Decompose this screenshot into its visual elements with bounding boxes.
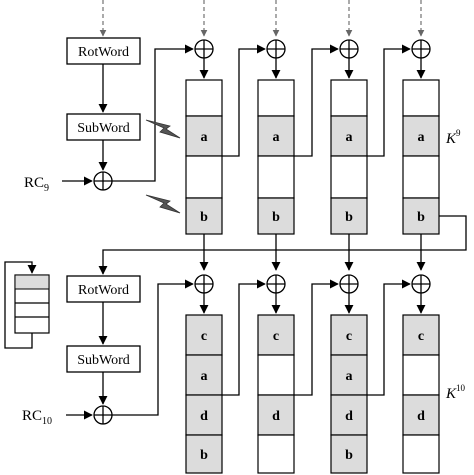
cell-c: c: [346, 329, 352, 344]
xor-icon: [93, 405, 113, 425]
round9-dashed-inputs: [99, 0, 425, 37]
round9-subword-label: SubWord: [77, 121, 130, 136]
cell-d: d: [417, 409, 425, 424]
cell-d: d: [345, 409, 353, 424]
cell-a: a: [201, 130, 208, 145]
round10-key-columns: c a d b c d c a d b c: [185, 314, 440, 474]
cell-b: b: [345, 448, 353, 463]
cell-a: a: [346, 130, 353, 145]
cell-d: d: [272, 409, 280, 424]
cell-a: a: [418, 130, 425, 145]
round10-rotword-box: RotWord: [66, 275, 141, 303]
round10-column-4: c d: [402, 314, 440, 474]
round10-column-1: c a d b: [185, 314, 223, 474]
cell-b: b: [200, 210, 208, 225]
xor-icon: [194, 274, 214, 294]
cell-c: c: [273, 329, 279, 344]
xor-icon: [411, 274, 431, 294]
round10-column-3: c a d b: [330, 314, 368, 474]
xor-icon: [266, 274, 286, 294]
round10-column-2: c d: [257, 314, 295, 474]
xor-icon: [339, 274, 359, 294]
cell-a: a: [346, 369, 353, 384]
round10-subword-box: SubWord: [66, 345, 141, 373]
fault-injection-icon: [145, 194, 181, 214]
xor-icon: [93, 171, 113, 191]
cell-b: b: [417, 210, 425, 225]
round9-rc-label: RC9: [24, 175, 49, 194]
round9-column-1: a b: [185, 79, 223, 235]
round10-rc-label: RC10: [22, 408, 52, 427]
cell-b: b: [272, 210, 280, 225]
xor-icon: [194, 39, 214, 59]
lfsr-register-icon: [4, 261, 50, 349]
round10-xor-row: [194, 274, 431, 294]
round9-rotword-label: RotWord: [78, 45, 129, 60]
xor-icon: [266, 39, 286, 59]
cell-b: b: [345, 210, 353, 225]
round10-rotword-label: RotWord: [78, 283, 129, 298]
round9-subword-box: SubWord: [66, 113, 141, 141]
fault-injection-icon: [145, 119, 181, 139]
xor-icon: [339, 39, 359, 59]
round9-column-2: a b: [257, 79, 295, 235]
round9-key-label: K9: [445, 128, 461, 147]
cell-a: a: [273, 130, 280, 145]
cell-c: c: [201, 329, 207, 344]
round9-column-4: a b: [402, 79, 440, 235]
cell-d: d: [200, 409, 208, 424]
round10-key-label: K10: [445, 383, 466, 402]
cell-b: b: [200, 448, 208, 463]
xor-icon: [411, 39, 431, 59]
round9-key-columns: a b a b a b a b: [185, 79, 440, 235]
cell-a: a: [201, 369, 208, 384]
round10-subword-label: SubWord: [77, 353, 130, 368]
cell-c: c: [418, 329, 424, 344]
round9-column-3: a b: [330, 79, 368, 235]
round9-rotword-box: RotWord: [66, 37, 141, 65]
